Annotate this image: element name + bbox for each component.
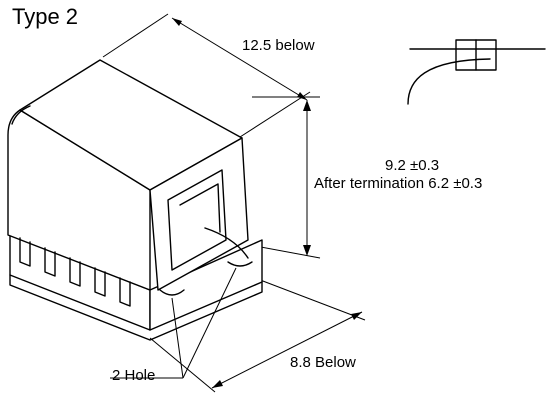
length-label: 12.5 below	[242, 37, 315, 54]
width-label: 8.8 Below	[290, 354, 356, 371]
drawing-title: Type 2	[12, 4, 79, 29]
width-dimension-line	[211, 311, 363, 389]
lead-wire	[204, 227, 249, 259]
length-extension-left	[102, 13, 169, 58]
length-dimension	[102, 13, 311, 138]
hole-1-outline	[159, 289, 185, 296]
height-label: 9.2 ±0.3	[385, 157, 440, 174]
schematic-symbol	[407, 39, 546, 105]
base-bottom-lip	[9, 274, 263, 341]
width-arrow-top	[351, 312, 362, 320]
height-arrow-top	[303, 100, 311, 111]
front-window-opening	[167, 169, 227, 271]
height-arrow-bottom	[303, 245, 311, 256]
symbol-lead-curve	[407, 58, 491, 105]
hole-leader-2	[182, 267, 237, 379]
width-extension-bottom	[149, 337, 216, 393]
length-extension-right	[239, 91, 311, 138]
height-dimension	[249, 96, 321, 259]
hole-leader-1	[171, 297, 184, 379]
height-after-termination-label: After termination 6.2 ±0.3	[314, 175, 483, 192]
width-dimension	[149, 277, 366, 393]
terminal-strip-3	[69, 257, 81, 287]
length-arrow-left	[172, 18, 182, 26]
length-arrow-right	[297, 92, 307, 100]
hole-2-outline	[227, 261, 253, 267]
body-left-face	[7, 109, 151, 291]
terminal-strip-1	[19, 237, 31, 267]
length-dimension-line	[171, 17, 308, 101]
width-arrow-bottom	[212, 380, 223, 388]
hole-label: 2 Hole	[112, 367, 156, 384]
terminal-strip-4	[94, 267, 106, 297]
terminal-strip-2	[44, 247, 56, 277]
width-extension-top	[254, 277, 366, 321]
front-window-inner-edge	[179, 183, 221, 233]
hole-callout	[110, 267, 237, 379]
terminal-strip-5	[119, 277, 131, 307]
body-rounded-edge	[11, 105, 31, 125]
component-body	[7, 59, 263, 341]
